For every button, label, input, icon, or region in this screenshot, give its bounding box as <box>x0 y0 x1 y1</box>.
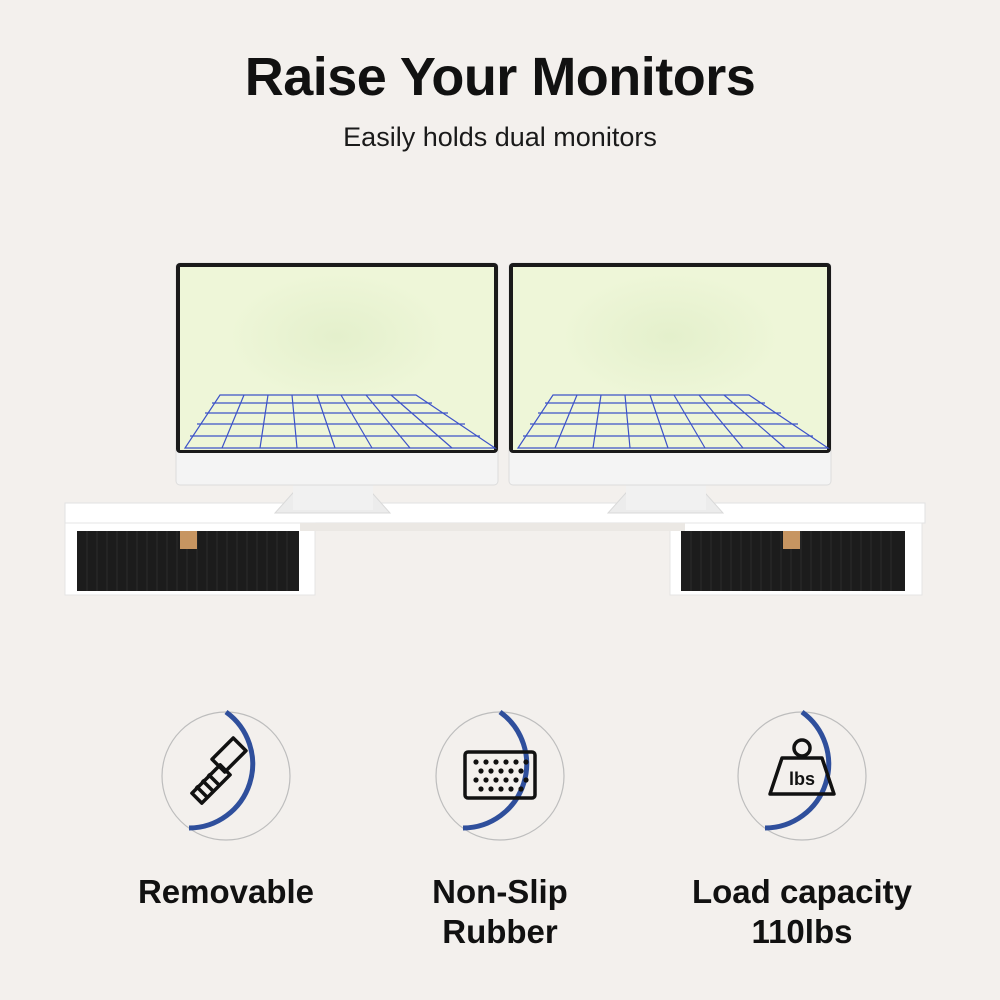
monitor-right <box>508 262 832 514</box>
feature-badge <box>158 708 294 844</box>
drawer-handle <box>180 531 197 549</box>
monitor-left <box>175 262 499 514</box>
feature-load-capacity: lbs Load capacity 110lbs <box>672 708 932 952</box>
drawer-right <box>681 531 905 591</box>
page-title: Raise Your Monitors <box>244 47 756 107</box>
screw-icon <box>190 736 248 805</box>
feature-label: Non-Slip Rubber <box>432 873 568 950</box>
drawer-left <box>77 531 299 591</box>
drawer-handle <box>783 531 800 549</box>
feature-non-slip-rubber: Non-Slip Rubber <box>370 708 630 952</box>
weight-icon-text: lbs <box>789 769 815 789</box>
weight-icon: lbs <box>768 738 836 796</box>
monitor-stand-illustration <box>64 262 926 596</box>
rubber-pad-icon <box>463 750 537 800</box>
feature-label: Removable <box>137 873 315 910</box>
feature-label: Load capacity 110lbs <box>691 873 913 950</box>
page-subtitle: Easily holds dual monitors <box>343 122 657 152</box>
feature-badge <box>432 708 568 844</box>
feature-removable: Removable <box>96 708 356 912</box>
feature-badge: lbs <box>734 708 870 844</box>
